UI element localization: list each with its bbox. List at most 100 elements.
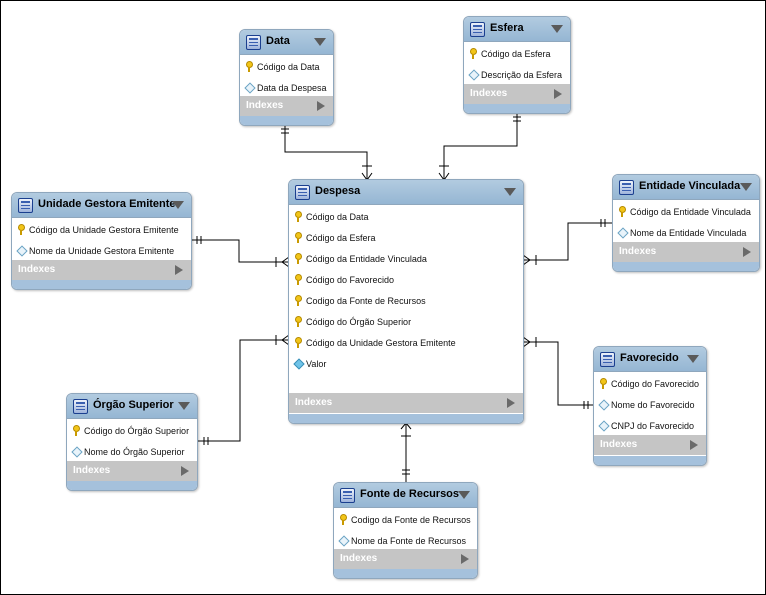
indexes-bar[interactable]: Indexes (240, 96, 333, 116)
expand-arrow-icon[interactable] (507, 398, 515, 408)
table-footer (464, 104, 570, 113)
indexes-label: Indexes (600, 439, 638, 450)
expand-arrow-icon[interactable] (554, 89, 562, 99)
expand-arrow-icon[interactable] (181, 466, 189, 476)
table-header[interactable]: Unidade Gestora Emitente (12, 193, 191, 218)
column-row[interactable]: Nome da Entidade Vinculada (613, 223, 759, 244)
column-row[interactable]: Código do Favorecido (289, 270, 523, 291)
expand-arrow-icon[interactable] (690, 440, 698, 450)
table-orgao-superior[interactable]: Órgão Superior Código do Órgão Superior … (66, 393, 198, 491)
column-label: Código da Entidade Vinculada (630, 207, 751, 217)
column-label: Código da Data (257, 62, 320, 72)
column-row[interactable]: Código da Entidade Vinculada (613, 202, 759, 223)
expand-arrow-icon[interactable] (461, 554, 469, 564)
primary-key-icon (340, 514, 347, 525)
table-unidade-gestora-emitente[interactable]: Unidade Gestora Emitente Código da Unida… (11, 192, 192, 290)
column-label: Código da Unidade Gestora Emitente (306, 338, 456, 348)
table-data[interactable]: Data Código da Data Data da Despesa Inde… (239, 29, 334, 126)
indexes-bar[interactable]: Indexes (289, 393, 523, 413)
collapse-triangle-icon[interactable] (687, 355, 699, 363)
column-diamond-icon (598, 399, 610, 411)
collapse-triangle-icon[interactable] (314, 38, 326, 46)
column-row[interactable]: Codigo da Fonte de Recursos (334, 510, 477, 531)
rel-entidade-despesa (523, 222, 612, 261)
column-row[interactable]: Código do Órgão Superior (289, 312, 523, 333)
table-name: Fonte de Recursos (360, 488, 460, 500)
column-row[interactable]: Valor (289, 354, 523, 375)
column-row[interactable]: Código do Favorecido (594, 374, 706, 395)
column-label: Descrição da Esfera (481, 70, 563, 80)
column-label: Código da Unidade Gestora Emitente (29, 225, 179, 235)
column-label: Código do Órgão Superior (84, 426, 190, 436)
indexes-bar[interactable]: Indexes (334, 549, 477, 569)
primary-key-icon (246, 61, 253, 72)
column-diamond-icon (71, 446, 83, 458)
primary-key-icon (295, 211, 302, 222)
expand-arrow-icon[interactable] (743, 247, 751, 257)
indexes-bar[interactable]: Indexes (67, 461, 197, 481)
column-row[interactable]: Nome do Favorecido (594, 395, 706, 416)
column-list: Código do Favorecido Nome do Favorecido … (594, 372, 706, 439)
table-header[interactable]: Data (240, 30, 333, 55)
indexes-label: Indexes (246, 100, 284, 111)
indexes-label: Indexes (619, 246, 657, 257)
column-label: Nome da Fonte de Recursos (351, 536, 467, 546)
column-row[interactable]: Código da Unidade Gestora Emitente (289, 333, 523, 354)
column-label: Valor (306, 359, 327, 369)
column-row[interactable]: Código da Data (289, 207, 523, 228)
column-row[interactable]: Código da Esfera (289, 228, 523, 249)
cardinality-one-mark (281, 128, 289, 134)
column-diamond-icon (338, 535, 350, 547)
column-row[interactable]: CNPJ do Favorecido (594, 416, 706, 437)
primary-key-icon (470, 48, 477, 59)
table-esfera[interactable]: Esfera Código da Esfera Descrição da Esf… (463, 16, 571, 114)
column-row[interactable]: Código da Unidade Gestora Emitente (12, 220, 191, 241)
expand-arrow-icon[interactable] (175, 265, 183, 275)
indexes-bar[interactable]: Indexes (594, 435, 706, 455)
table-icon (619, 180, 634, 195)
column-row[interactable]: Codigo da Fonte de Recursos (289, 291, 523, 312)
table-header[interactable]: Entidade Vinculada (613, 175, 759, 200)
column-row[interactable]: Código da Entidade Vinculada (289, 249, 523, 270)
table-header[interactable]: Fonte de Recursos (334, 483, 477, 508)
cardinality-one-mark (203, 437, 209, 445)
column-row[interactable]: Nome da Unidade Gestora Emitente (12, 241, 191, 262)
indexes-bar[interactable]: Indexes (613, 242, 759, 262)
collapse-triangle-icon[interactable] (458, 491, 470, 499)
column-row[interactable]: Código do Órgão Superior (67, 421, 197, 442)
collapse-triangle-icon[interactable] (740, 183, 752, 191)
indexes-bar[interactable]: Indexes (12, 260, 191, 280)
column-label: CNPJ do Favorecido (611, 421, 695, 431)
table-icon (18, 198, 33, 213)
column-row[interactable]: Nome da Fonte de Recursos (334, 531, 477, 552)
table-header[interactable]: Favorecido (594, 347, 706, 372)
column-list: Codigo da Fonte de Recursos Nome da Font… (334, 508, 477, 554)
expand-arrow-icon[interactable] (317, 101, 325, 111)
indexes-bar[interactable]: Indexes (464, 84, 570, 104)
table-footer (613, 262, 759, 271)
table-despesa[interactable]: Despesa Código da Data Código da Esfera … (288, 179, 524, 424)
column-diamond-icon (598, 420, 610, 432)
cardinality-many-mark (522, 336, 537, 348)
table-header[interactable]: Órgão Superior (67, 394, 197, 419)
collapse-triangle-icon[interactable] (551, 25, 563, 33)
table-entidade-vinculada[interactable]: Entidade Vinculada Código da Entidade Vi… (612, 174, 760, 272)
column-row[interactable]: Data da Despesa (240, 78, 333, 99)
collapse-triangle-icon[interactable] (504, 188, 516, 196)
primary-key-icon (295, 253, 302, 264)
column-row[interactable]: Código da Esfera (464, 44, 570, 65)
collapse-triangle-icon[interactable] (178, 402, 190, 410)
column-row[interactable]: Nome do Órgão Superior (67, 442, 197, 463)
table-header[interactable]: Esfera (464, 17, 570, 42)
collapse-triangle-icon[interactable] (172, 201, 184, 209)
column-row[interactable]: Código da Data (240, 57, 333, 78)
primary-key-icon (73, 425, 80, 436)
column-row[interactable]: Descrição da Esfera (464, 65, 570, 86)
table-favorecido[interactable]: Favorecido Código do Favorecido Nome do … (593, 346, 707, 466)
table-header[interactable]: Despesa (289, 180, 523, 205)
cardinality-many-mark (275, 256, 290, 268)
table-fonte-de-recursos[interactable]: Fonte de Recursos Codigo da Fonte de Rec… (333, 482, 478, 579)
rel-favorecido-despesa (523, 341, 593, 406)
table-footer (12, 280, 191, 289)
